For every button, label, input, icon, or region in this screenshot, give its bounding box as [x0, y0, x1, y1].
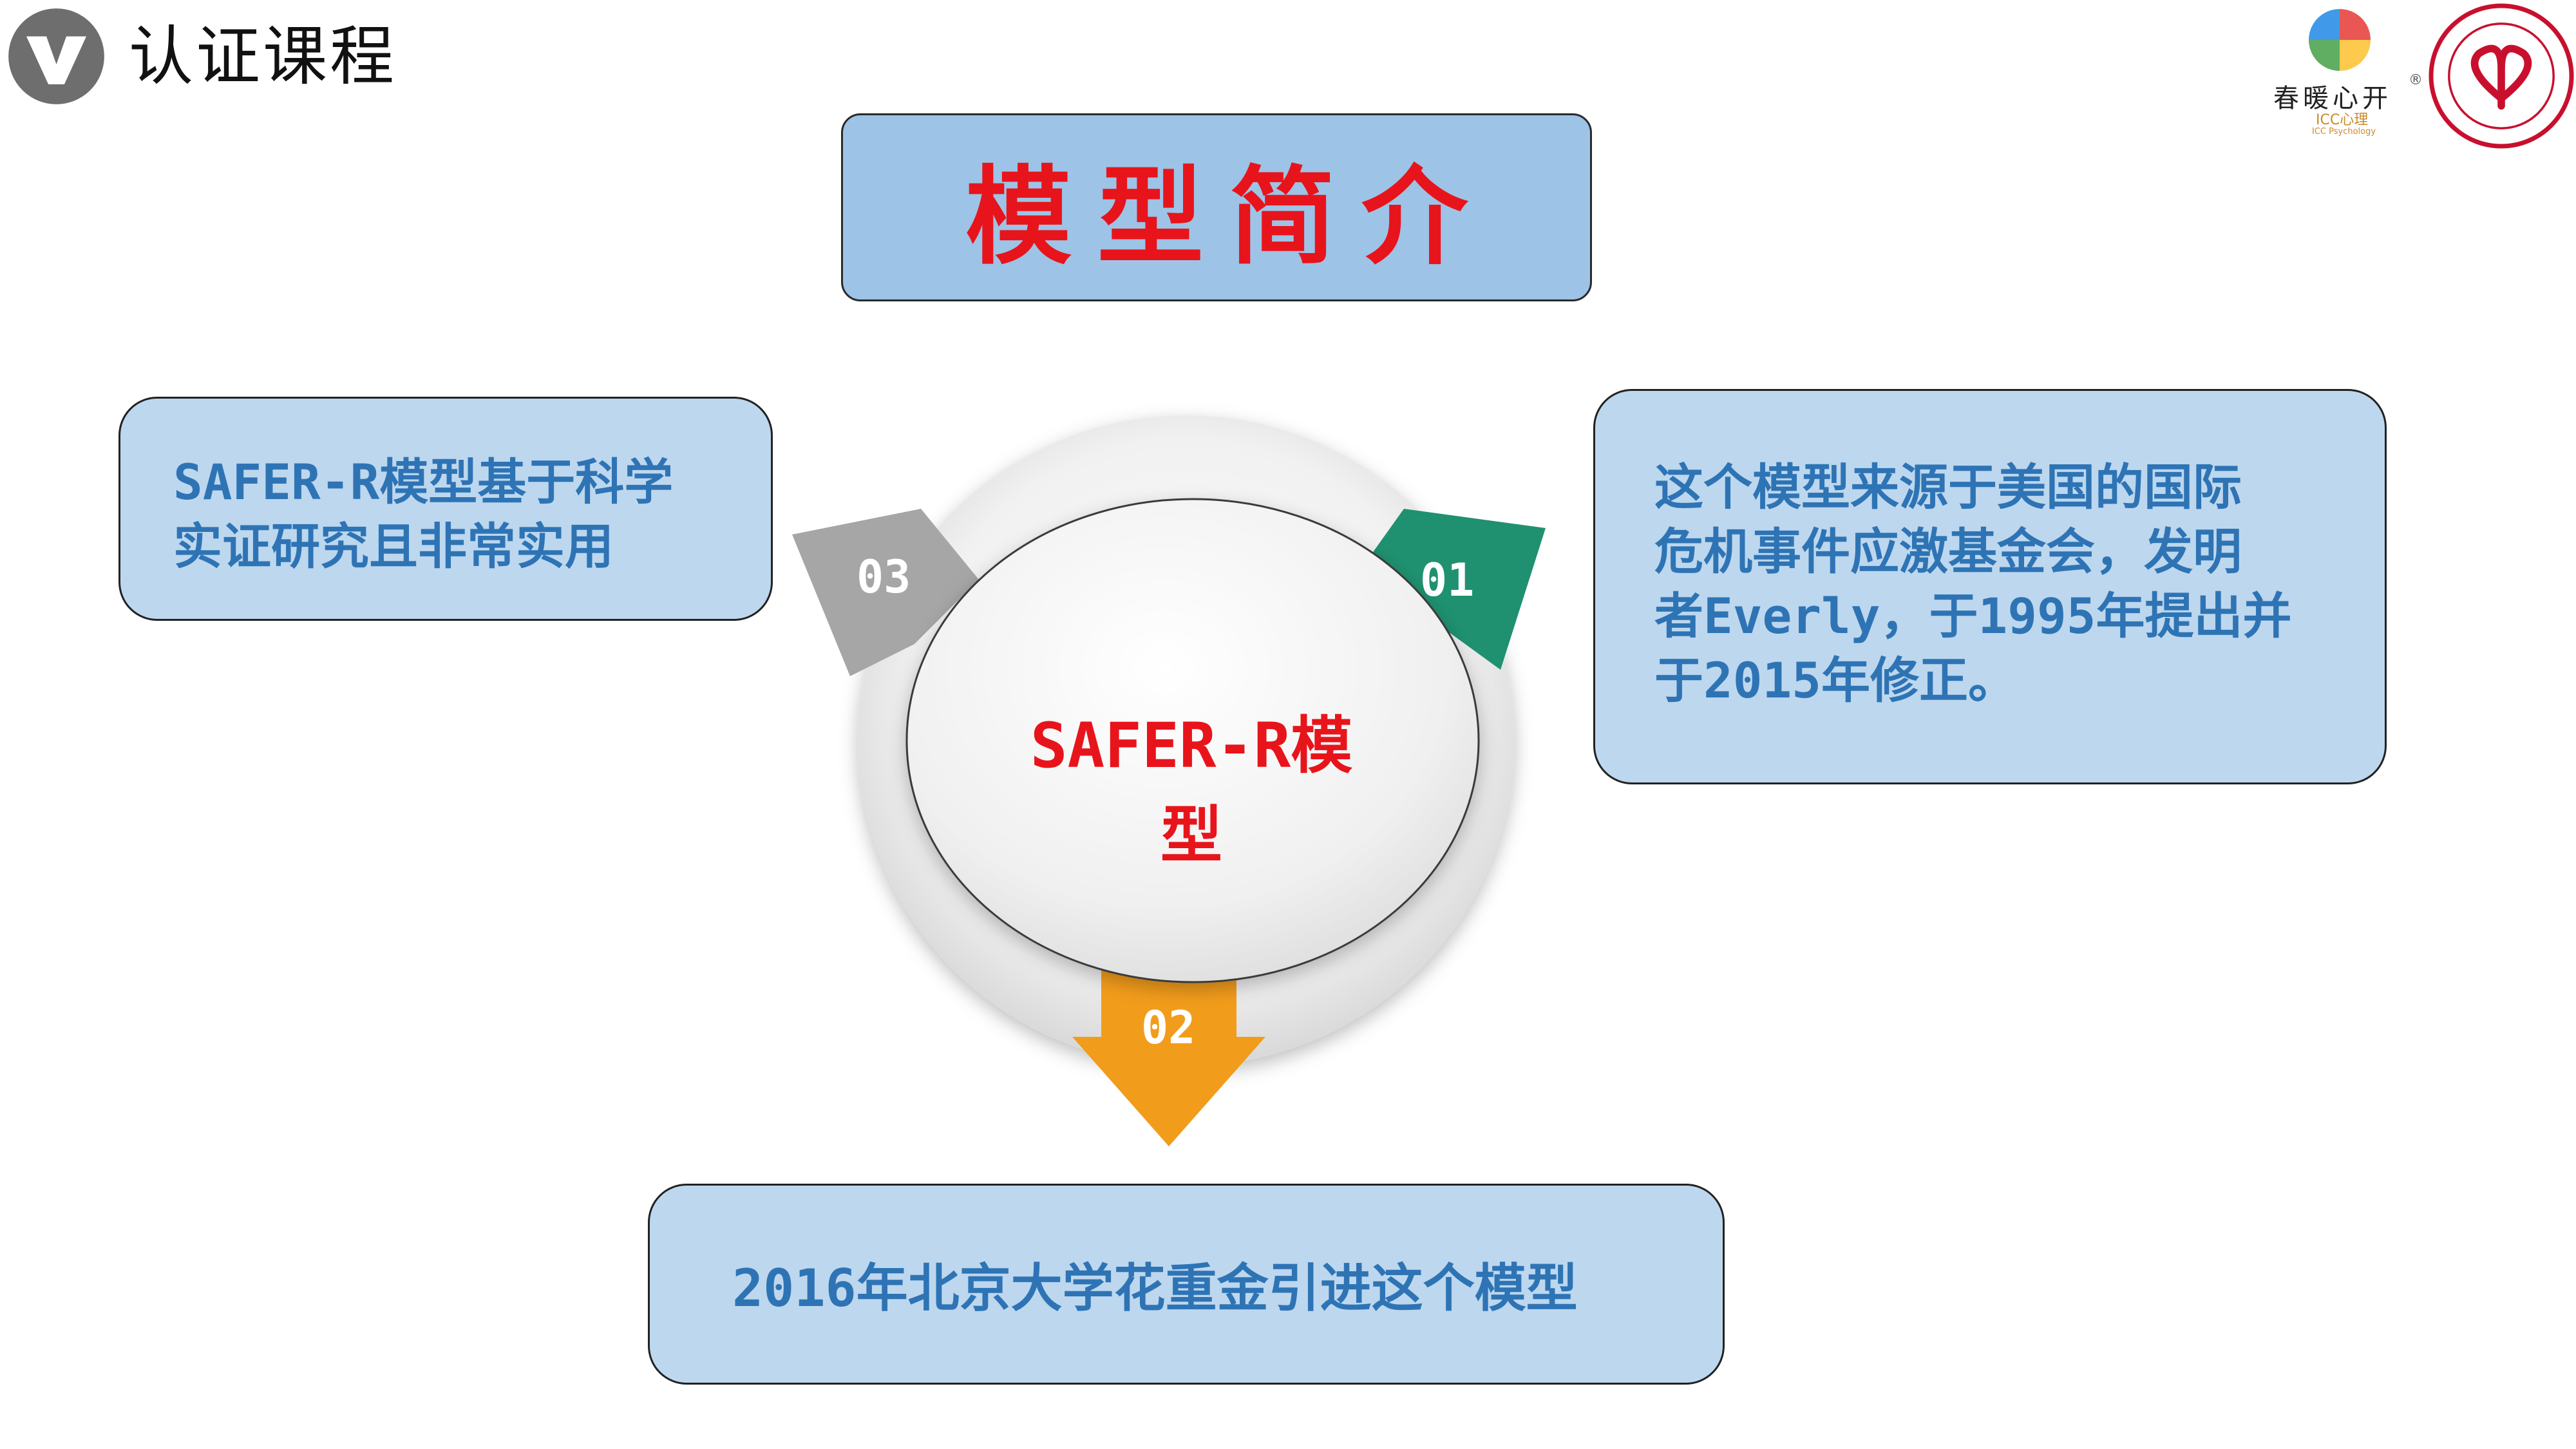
- brand-subtitle: ICC心理: [2316, 112, 2369, 128]
- step-02-arrow: 02: [1072, 966, 1265, 1146]
- info-box-right: 这个模型来源于美国的国际 危机事件应激基金会，发明 者Everly，于1995年…: [1593, 389, 2387, 784]
- info-box-left: SAFER-R模型基于科学 实证研究且非常实用: [118, 397, 773, 621]
- info-box-bottom-text: 2016年北京大学花重金引进这个模型: [732, 1258, 1578, 1318]
- info-box-bottom: 2016年北京大学花重金引进这个模型: [648, 1184, 1725, 1385]
- center-disc: [905, 498, 1480, 983]
- charity-foundation-seal-icon: [2429, 3, 2574, 149]
- brand-logo-icon: [2309, 9, 2371, 71]
- step-01-label: 01: [1420, 554, 1474, 607]
- brand-name: 春暖心开: [2273, 84, 2392, 113]
- header-title: 认证课程: [129, 19, 397, 94]
- v-logo-icon: [8, 8, 104, 104]
- step-03-label: 03: [857, 551, 911, 603]
- slide-title-box: 模型简介: [841, 113, 1592, 301]
- brand-subtitle-en: ICC Psychology: [2312, 127, 2376, 137]
- step-03-arrow: 03: [792, 509, 979, 676]
- step-01-arrow: 01: [1372, 509, 1546, 670]
- info-box-left-text: SAFER-R模型基于科学 实证研究且非常实用: [173, 453, 674, 575]
- step-02-label: 02: [1141, 1001, 1195, 1054]
- info-box-right-text: 这个模型来源于美国的国际 危机事件应激基金会，发明 者Everly，于1995年…: [1654, 459, 2292, 709]
- center-label: SAFER-R模型: [1030, 710, 1353, 871]
- slide-title: 模型简介: [965, 155, 1493, 279]
- brand-registered-mark: ®: [2409, 72, 2423, 88]
